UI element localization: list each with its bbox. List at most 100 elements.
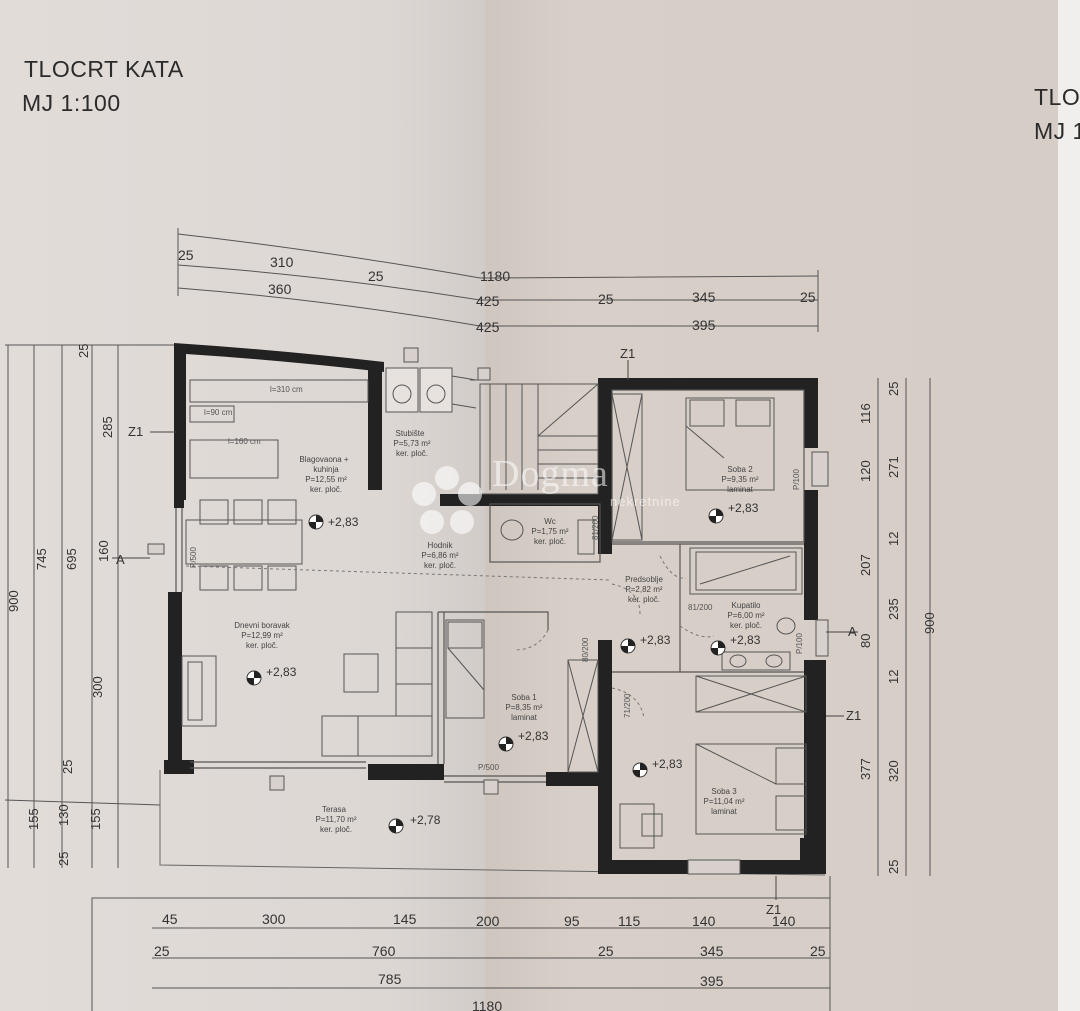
dim-top-10: 425 bbox=[476, 319, 500, 335]
top-dimension-lines bbox=[177, 228, 819, 332]
room-wc-name: Wc bbox=[544, 517, 556, 526]
level-predsoblje: +2,83 bbox=[640, 633, 671, 647]
room-terrace-area: P=11,70 m² bbox=[316, 815, 357, 824]
opening-note-4: 81/200 bbox=[591, 515, 600, 540]
opening-note-3: P/100 bbox=[795, 633, 804, 654]
right-dimension-lines bbox=[877, 378, 931, 876]
dim-left-2: 285 bbox=[100, 416, 115, 438]
dim-left-8: 900 bbox=[6, 590, 21, 612]
room-wc-area: P=1,75 m² bbox=[531, 527, 568, 536]
room-soba1-floor: laminat bbox=[511, 713, 538, 722]
left-dimension-lines bbox=[4, 344, 175, 868]
dim-top-8: 345 bbox=[692, 289, 716, 305]
room-bath-floor: ker. ploč. bbox=[730, 621, 762, 630]
level-soba3: +2,83 bbox=[652, 757, 683, 771]
dim-right-11: 377 bbox=[858, 758, 873, 780]
room-living-floor: ker. ploč. bbox=[246, 641, 278, 650]
dim-bottom-2: 300 bbox=[262, 911, 286, 927]
dim-bottom-1: 45 bbox=[162, 911, 178, 927]
opening-note-7: 80/200 bbox=[581, 637, 590, 662]
dim-bottom-9: 25 bbox=[154, 943, 170, 959]
dim-left-7: 25 bbox=[60, 760, 75, 774]
room-predsoblje-name: Predsoblje bbox=[625, 575, 663, 584]
dim-right-8: 80 bbox=[858, 634, 873, 648]
watermark-logo-icon bbox=[412, 466, 482, 534]
dim-left-10: 130 bbox=[56, 804, 71, 826]
dim-top-6: 425 bbox=[476, 293, 500, 309]
room-hall-floor: ker. ploč. bbox=[424, 561, 456, 570]
dim-right-10: 12 bbox=[886, 670, 901, 684]
dim-top-9: 25 bbox=[800, 289, 816, 305]
level-terrace: +2,78 bbox=[410, 813, 441, 827]
dim-top-3: 25 bbox=[368, 268, 384, 284]
dim-right-6: 207 bbox=[858, 554, 873, 576]
laundry-appliances bbox=[385, 367, 477, 413]
page-edge bbox=[1058, 0, 1080, 1011]
dim-top-11: 395 bbox=[692, 317, 716, 333]
dim-bottom-7: 140 bbox=[692, 913, 716, 929]
dim-top-4: 1180 bbox=[480, 268, 510, 284]
dim-left-1: 25 bbox=[76, 344, 91, 358]
dim-left-12: 25 bbox=[56, 852, 71, 866]
bedroom-furniture bbox=[445, 393, 807, 849]
section-lines bbox=[112, 360, 858, 900]
dim-top-7: 25 bbox=[598, 291, 614, 307]
watermark-brand: Dogma bbox=[492, 453, 609, 495]
kitchen-island-note: l=90 cm bbox=[204, 408, 233, 417]
room-stairs-floor: ker. ploč. bbox=[396, 449, 428, 458]
bottom-dimension-lines bbox=[91, 876, 831, 1011]
section-mark-z1-bottom: Z1 bbox=[766, 902, 781, 917]
room-soba1-name: Soba 1 bbox=[511, 693, 537, 702]
kitchen-counter-note: l=310 cm bbox=[270, 385, 303, 394]
dim-bottom-8: 140 bbox=[772, 913, 796, 929]
door-swings bbox=[185, 555, 715, 719]
dim-left-11: 155 bbox=[88, 808, 103, 830]
dim-bottom-5: 95 bbox=[564, 913, 580, 929]
room-kitchen-floor: ker. ploč. bbox=[310, 485, 342, 494]
opening-note-8: P/500 bbox=[478, 763, 499, 772]
dim-right-13: 25 bbox=[886, 860, 901, 874]
room-soba2-area: P=9,35 m² bbox=[721, 475, 758, 484]
level-soba2: +2,83 bbox=[728, 501, 759, 515]
section-mark-a-right: A bbox=[848, 624, 857, 639]
dim-left-4: 695 bbox=[64, 548, 79, 570]
dim-right-3: 120 bbox=[858, 460, 873, 482]
opening-note-2: P/100 bbox=[792, 469, 801, 490]
dim-right-5: 12 bbox=[886, 532, 901, 546]
partial-title: TLO bbox=[1034, 84, 1080, 110]
section-mark-z1-right: Z1 bbox=[846, 708, 861, 723]
room-predsoblje-area: P=2,82 m² bbox=[625, 585, 662, 594]
room-bath-name: Kupatilo bbox=[732, 601, 761, 610]
partial-scale: MJ 1 bbox=[1034, 118, 1080, 144]
room-stairs-name: Stubište bbox=[396, 429, 425, 438]
section-mark-a-left: A bbox=[116, 552, 125, 567]
dim-top-5: 360 bbox=[268, 281, 292, 297]
dim-right-4: 271 bbox=[886, 456, 901, 478]
dim-bottom-3: 145 bbox=[393, 911, 417, 927]
dim-left-5: 160 bbox=[96, 540, 111, 562]
dim-right-2: 116 bbox=[858, 403, 873, 424]
dim-bottom-13: 25 bbox=[810, 943, 826, 959]
dim-left-3: 745 bbox=[34, 548, 49, 570]
left-page bbox=[0, 0, 485, 1011]
room-soba3-name: Soba 3 bbox=[711, 787, 737, 796]
dim-top-1: 25 bbox=[178, 247, 194, 263]
dim-bottom-15: 395 bbox=[700, 973, 724, 989]
dim-bottom-14: 785 bbox=[378, 971, 402, 987]
room-hall-name: Hodnik bbox=[428, 541, 454, 550]
room-soba2-name: Soba 2 bbox=[727, 465, 753, 474]
watermark-subtitle: nekretnine bbox=[610, 494, 681, 509]
dim-top-2: 310 bbox=[270, 254, 294, 270]
room-living-name: Dnevni boravak bbox=[234, 621, 291, 630]
section-mark-z1-left: Z1 bbox=[128, 424, 143, 439]
dim-right-9: 900 bbox=[922, 612, 937, 634]
section-mark-z1-top: Z1 bbox=[620, 346, 635, 361]
opening-note-5: 81/200 bbox=[688, 603, 713, 612]
room-wc-floor: ker. ploč. bbox=[534, 537, 566, 546]
dim-left-9: 155 bbox=[26, 808, 41, 830]
opening-note-1: P/500 bbox=[189, 547, 198, 568]
bathroom-fixtures bbox=[500, 519, 803, 671]
room-kitchen-area: P=12,55 m² bbox=[305, 475, 347, 484]
room-living-area: P=12,99 m² bbox=[241, 631, 283, 640]
